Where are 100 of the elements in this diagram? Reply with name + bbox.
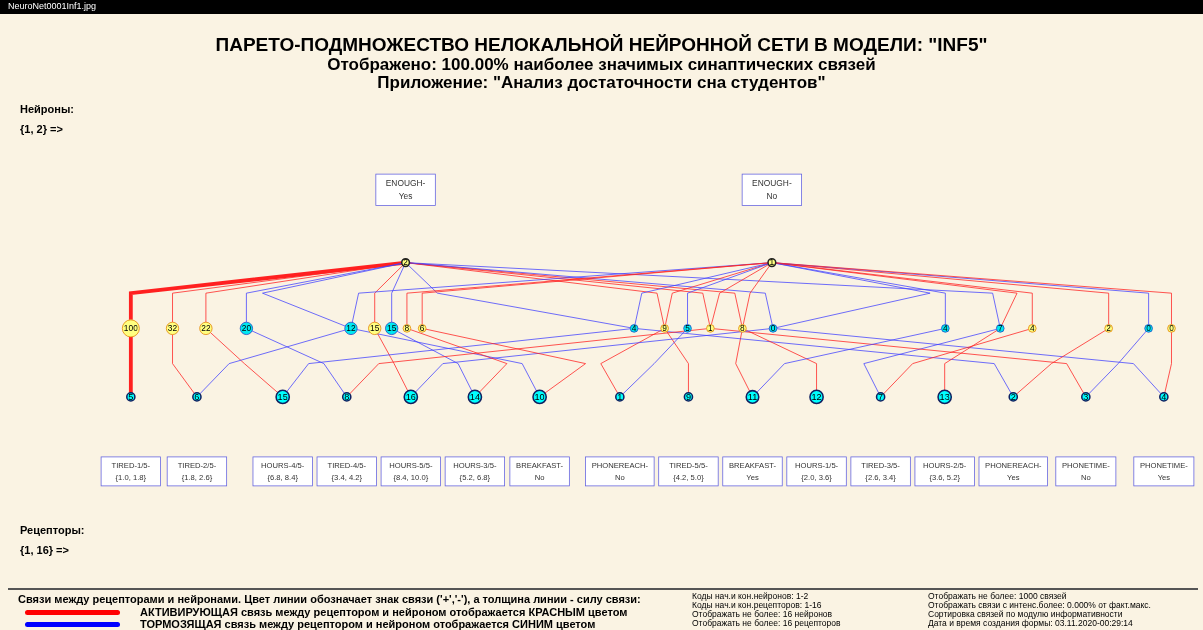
range-caption: {1, 16} => [20,544,69,556]
node-circle: 12 [344,321,358,335]
connector [349,328,707,395]
legend-text: ТОРМОЗЯЩАЯ связь между рецептором и нейроном отображается СИНИМ цветом [140,618,596,630]
connector [687,263,769,325]
info-text: Отображать не более: 16 нейронов [692,609,833,619]
node-circle: 2 [1008,392,1019,402]
connector [286,328,631,393]
legend-text: АКТИВИРУЮЩАЯ связь между рецептором и нейроном отображается КРАСНЫМ цветом [140,606,628,618]
connector [600,329,662,394]
node-circle: 5 [683,324,692,333]
connector [262,263,403,327]
node-circle: 7 [996,324,1005,333]
info-text: Отображать не более: 1000 связей [928,591,1067,601]
node-circle: 22 [199,321,213,335]
connector [711,264,769,326]
node-circle: 8 [341,392,352,402]
connector [356,329,537,392]
connector [735,331,751,392]
node-circle: 5 [126,392,136,402]
node-box: ENOUGH-No [741,173,802,206]
node-circle: 8 [738,324,747,333]
node-circle: 0 [1167,324,1176,333]
node-circle: 4 [1159,392,1169,402]
connector [883,329,1029,395]
connector [776,328,1162,395]
node-circle: 32 [165,321,180,335]
node-circle: 15 [275,389,291,405]
connector [713,328,1085,394]
connector [128,261,402,320]
node-circle: 11 [745,389,760,404]
connector [377,333,409,392]
connector [210,332,279,393]
info-text: Дата и время создания формы: 03.11.2020-00:29:14 [928,618,1133,628]
connector [665,263,769,325]
node-circle: 12 [809,389,824,405]
info-text: Коды нач.и кон.нейронов: 1-2 [692,591,809,601]
info-text: Коды нач.и кон.рецепторов: 1-16 [692,600,822,610]
node-circle: 15 [368,321,382,335]
node-circle: 1 [706,324,715,333]
node-circle: 4 [629,324,639,333]
connector [622,330,686,395]
node-circle: 100 [121,319,140,338]
node-circle: 10 [532,389,547,405]
node-circle: 0 [1144,324,1153,333]
connector [396,330,473,392]
connector [391,265,405,323]
connector [374,264,404,323]
axis-caption: Нейроны: [20,103,74,115]
node-circle: 13 [937,389,953,405]
connector [128,336,133,393]
node-circle: 9 [683,392,694,402]
range-caption: {1, 2} => [20,123,63,135]
connector [1164,331,1172,394]
node-circle: 0 [768,324,778,333]
subtitle: Отображено: 100.00% наиболее значимых синаптических связей [326,55,877,75]
node-circle: 1 [615,392,625,402]
connector [415,328,770,393]
axis-caption: Рецепторы: [20,524,85,536]
connector [742,265,770,325]
node-circle: 4 [941,324,950,333]
connector [410,329,508,393]
node-circle: 20 [239,321,253,335]
node-circle: 9 [660,324,669,333]
connector [246,262,403,323]
node-circle: 2 [1104,324,1113,333]
node-circle: 16 [403,389,419,405]
node-circle: 14 [467,389,483,405]
connector [863,328,997,394]
connector [409,262,1000,325]
connector [666,331,689,394]
connector [1088,330,1147,395]
legend-heading: Связи между рецепторами и нейронами. Цвет линии обозначает знак связи ('+','-'), а толщина линии - силу связи: [18,593,641,605]
window-caption: NeuroNet0001Inf1.jpg [8,1,97,11]
connector [172,334,195,394]
connector [425,328,586,394]
info-text: Сортировка связей по модулю информативности [928,609,1123,619]
connector [637,328,1012,394]
node-circle: 15 [385,321,399,335]
connector [351,262,769,323]
node-circle: 1 [767,258,777,268]
info-text: Отображать связи с интенс.более: 0.000% от факт.макс. [928,600,1151,610]
title: ПАРЕТО-ПОДМНОЖЕСТВО НЕЛОКАЛЬНОЙ НЕЙРОННОЙ СЕТИ В МОДЕЛИ: "INF5" [214,34,989,56]
node-circle: 2 [400,258,411,268]
info-text: Отображать не более: 16 рецепторов [692,618,841,628]
subtitle: Приложение: "Анализ достаточности сна студентов" [376,73,827,93]
connector [199,329,346,395]
connector [634,263,769,325]
connector [745,329,817,391]
node-circle: 4 [1028,324,1037,333]
connector [1015,330,1106,395]
connector [408,264,631,329]
connector [756,328,942,393]
node-circle: 6 [417,324,427,333]
node-box: ENOUGH-Yes [375,173,436,206]
node-circle: 8 [402,324,412,333]
node-circle: 6 [192,392,202,402]
connector [944,330,998,391]
node-circle: 7 [875,392,886,402]
node-circle: 3 [1081,392,1091,402]
